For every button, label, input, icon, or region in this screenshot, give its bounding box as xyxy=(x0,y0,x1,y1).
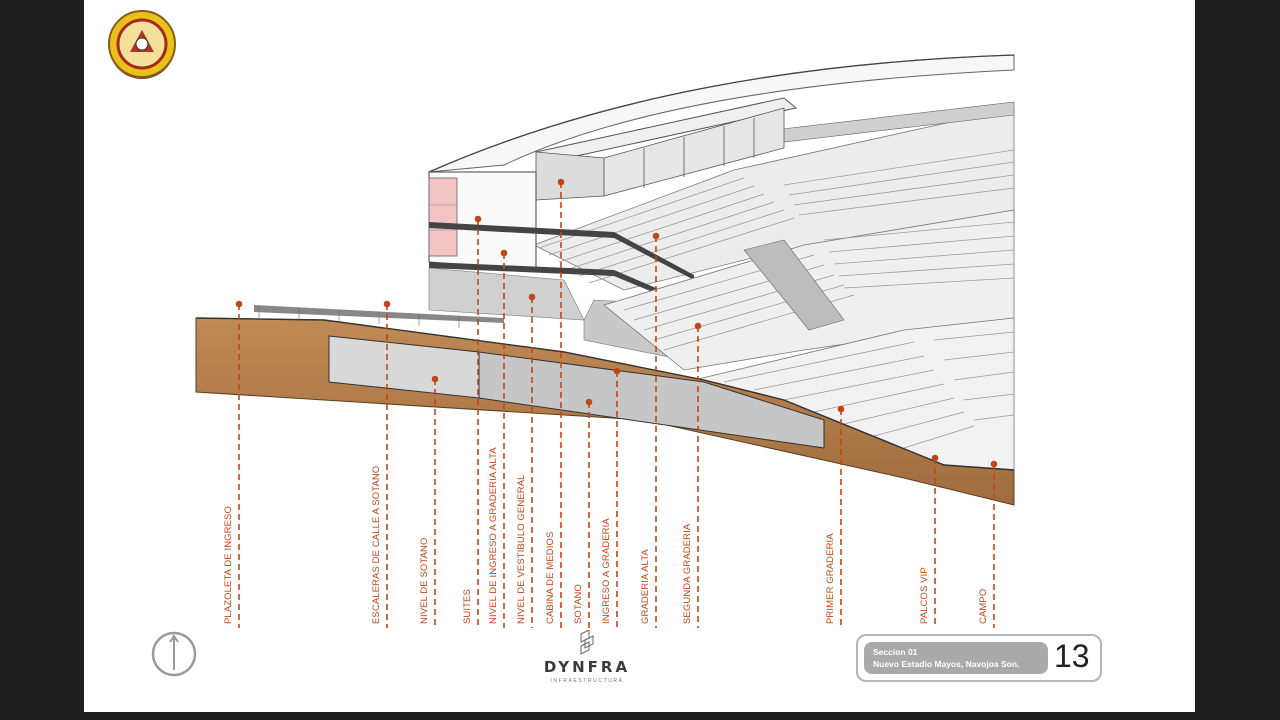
callout-label-nivel-ingreso-alta: NIVEL DE INGRESO A GRADERIA ALTA xyxy=(488,447,499,624)
callout-label-segunda-graderia: SEGUNDA GRADERIA xyxy=(682,523,693,624)
callout-dot-primer-graderia xyxy=(837,405,845,413)
callout-dot-palcos-vip xyxy=(931,454,939,462)
callout-dot-segunda-graderia xyxy=(694,322,702,330)
suite-glass-facade xyxy=(428,177,458,257)
stadium-section-drawing xyxy=(195,54,1015,628)
callout-dot-nivel-sotano xyxy=(431,375,439,383)
presentation-slide: PLAZOLETA DE INGRESO ESCALERAS DE CALLE A… xyxy=(84,0,1195,712)
callout-dot-plazoleta xyxy=(235,300,243,308)
callout-label-suites: SUITES xyxy=(462,589,473,624)
callout-label-ingreso-graderia: INGRESO A GRADERIA xyxy=(601,518,612,624)
callout-dot-ingreso-graderia xyxy=(613,367,621,375)
footer-pill: Seccion 01 Nuevo Estadio Mayos, Navojoa … xyxy=(864,642,1048,674)
callout-dot-campo xyxy=(990,460,998,468)
dynfra-brand: DYNFRA INFRAESTRUCTURA xyxy=(527,628,647,690)
callout-label-primer-graderia: PRIMER GRADERIA xyxy=(825,533,836,624)
callout-dot-cabina xyxy=(557,178,565,186)
callout-label-cabina: CABINA DE MEDIOS xyxy=(545,531,556,624)
footer-section-label: Seccion 01 xyxy=(873,647,918,657)
north-arrow-icon xyxy=(151,631,197,677)
media-cabin-structure xyxy=(534,97,798,201)
footer-section-box: Seccion 01 Nuevo Estadio Mayos, Navojoa … xyxy=(856,634,1102,682)
callout-label-campo: CAMPO xyxy=(978,588,989,624)
callout-leader-lines xyxy=(235,178,998,628)
callout-dot-suites xyxy=(474,215,482,223)
callout-dot-sotano xyxy=(585,398,593,406)
brand-name: DYNFRA xyxy=(543,658,631,676)
callout-dot-escaleras xyxy=(383,300,391,308)
callout-label-sotano: SOTANO xyxy=(573,583,584,624)
callout-label-escaleras: ESCALERAS DE CALLE A SOTANO xyxy=(371,465,382,624)
upper-tier-seating xyxy=(533,101,1015,291)
callout-dot-graderia-alta xyxy=(652,232,660,240)
brand-subtitle: INFRAESTRUCTURA xyxy=(550,678,624,684)
mayos-logo-badge xyxy=(108,10,176,79)
callout-label-graderia-alta: GRADERIA ALTA xyxy=(640,549,651,624)
callout-dot-nivel-vestibulo xyxy=(528,293,536,301)
basement-and-plaza xyxy=(195,305,1015,506)
callout-label-nivel-sotano: NIVEL DE SOTANO xyxy=(419,537,430,625)
callout-label-nivel-vestibulo: NIVEL DE VESTIBULO GENERAL xyxy=(516,474,527,624)
dynfra-logo-icon xyxy=(580,630,594,655)
page-number: 13 xyxy=(1054,638,1090,674)
footer-project-title: Nuevo Estadio Mayos, Navojoa Son. xyxy=(873,659,1020,669)
callout-label-palcos-vip: PALCOS VIP xyxy=(919,567,930,624)
callout-dot-nivel-ingreso-alta xyxy=(500,249,508,257)
roof-canopy xyxy=(428,54,1015,173)
callout-label-plazoleta: PLAZOLETA DE INGRESO xyxy=(223,506,234,624)
